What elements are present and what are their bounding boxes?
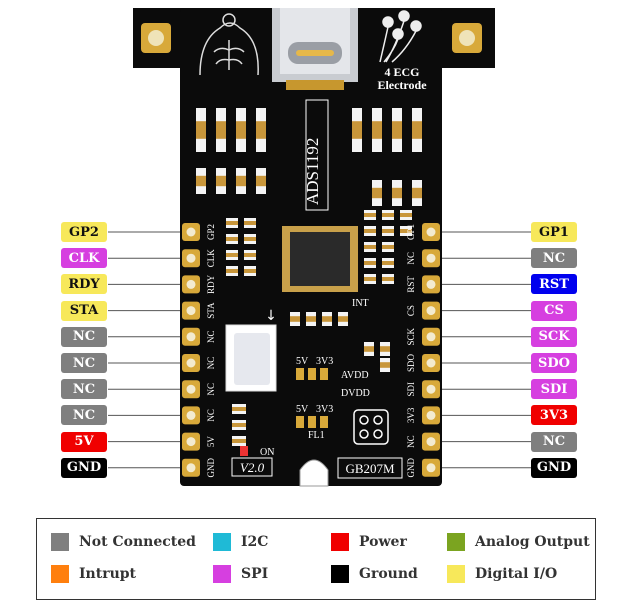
left-pin-silk-label: NC	[206, 409, 216, 422]
legend: Not Connected I2C Power Analog Output In…	[36, 518, 596, 600]
right-pin-hole	[426, 437, 436, 447]
left-pin-hole	[186, 332, 196, 342]
left-pin-hole	[186, 227, 196, 237]
smd-components	[196, 108, 422, 446]
board-diagram: 4 ECG Electrode ADS1192 ↓ INT AVDD DVDD …	[108, 8, 531, 487]
right-pin-label: SCK	[531, 326, 577, 347]
mounting-hole-right	[452, 23, 482, 53]
svg-text:↓: ↓	[265, 308, 277, 324]
left-pin-silk-label: RDY	[206, 274, 216, 294]
legend-item-ground: Ground	[331, 565, 418, 583]
left-pin-silk-label: NC	[206, 383, 216, 396]
legend-item-digital-io: Digital I/O	[447, 565, 557, 583]
left-pin-label: NC	[61, 353, 107, 373]
right-pin-label: SDI	[531, 379, 577, 400]
left-pin-label: GP2	[61, 222, 107, 242]
electrode-label-2: Electrode	[377, 78, 427, 92]
fl1-label: FL1	[308, 430, 325, 441]
left-pin-label: NC	[61, 405, 107, 426]
right-pin-hole	[426, 463, 436, 473]
left-pin-silk-label: STA	[206, 302, 216, 319]
human-body-icon	[199, 13, 259, 76]
left-pin-silk-label: 5V	[206, 436, 216, 448]
left-pin-label: RDY	[61, 274, 107, 295]
legend-item-i2c: I2C	[213, 533, 268, 551]
right-pin-label: SDO	[531, 353, 577, 373]
left-pin-label: NC	[61, 379, 107, 400]
right-pin-label: NC	[531, 431, 577, 452]
left-pin-silk-label: GP2	[206, 224, 216, 240]
chip-name-label: ADS1192	[303, 138, 322, 205]
right-pin-hole	[426, 358, 436, 368]
left-pin-hole	[186, 358, 196, 368]
left-pin-label: 5V	[61, 431, 107, 452]
left-pin-hole	[186, 253, 196, 263]
right-pin-label: GP1	[531, 222, 577, 242]
right-pin-label: GND	[531, 457, 577, 478]
right-pin-silk-label: RST	[406, 276, 416, 293]
white-module	[225, 324, 277, 392]
version-label: V2.0	[240, 460, 265, 475]
on-label: ON	[260, 447, 274, 458]
right-pin-hole	[426, 279, 436, 289]
left-pin-silk-label: NC	[206, 357, 216, 370]
right-pin-hole	[426, 306, 436, 316]
right-pin-silk-label: NC	[406, 252, 416, 265]
right-pin-silk-label: SCK	[406, 328, 416, 346]
right-pin-silk-label: SDO	[406, 354, 416, 373]
legend-item-power: Power	[331, 533, 407, 551]
right-pin-hole	[426, 253, 436, 263]
dvdd-label: DVDD	[341, 388, 370, 399]
jumper-3v3-top: 3V3	[316, 356, 333, 367]
model-label: GB207M	[345, 461, 395, 476]
right-pin-label: 3V3	[531, 405, 577, 426]
left-pin-silk-label: CLK	[206, 249, 216, 268]
right-pin-silk-label: GND	[406, 458, 416, 478]
electrode-label-1: 4 ECG	[384, 65, 419, 79]
left-pin-hole	[186, 437, 196, 447]
legend-item-not-connected: Not Connected	[51, 533, 196, 551]
jumper-3v3-bottom: 3V3	[316, 404, 333, 415]
right-pin-label: RST	[531, 274, 577, 295]
right-pin-silk-label: GP1	[406, 224, 416, 240]
left-pin-hole	[186, 463, 196, 473]
left-pin-label: CLK	[61, 248, 107, 269]
ads1192-chip	[282, 226, 358, 292]
ecg-electrode-icon	[379, 10, 422, 63]
right-pin-silk-label: NC	[406, 435, 416, 448]
legend-item-analog-output: Analog Output	[447, 533, 590, 551]
right-pin-hole	[426, 332, 436, 342]
legend-item-spi: SPI	[213, 565, 268, 583]
right-pin-silk-label: 3V3	[406, 407, 416, 423]
right-pin-silk-label: CS	[406, 305, 416, 316]
int-label: INT	[352, 298, 369, 309]
left-pin-hole	[186, 306, 196, 316]
right-pin-hole	[426, 384, 436, 394]
left-pin-label: GND	[61, 457, 107, 478]
avdd-label: AVDD	[341, 370, 369, 381]
left-pin-hole	[186, 384, 196, 394]
jumper-5v-top: 5V	[296, 356, 309, 367]
left-pin-silk-label: NC	[206, 331, 216, 344]
left-pin-label: NC	[61, 326, 107, 347]
mounting-hole-left	[141, 23, 171, 53]
left-pin-hole	[186, 279, 196, 289]
right-pin-label: NC	[531, 248, 577, 269]
left-pin-hole	[186, 410, 196, 420]
right-pin-hole	[426, 227, 436, 237]
right-pin-label: CS	[531, 300, 577, 321]
right-pin-hole	[426, 410, 436, 420]
left-pin-silk-label: GND	[206, 458, 216, 478]
legend-item-interrupt: Intrupt	[51, 565, 136, 583]
left-pin-label: STA	[61, 300, 107, 321]
logo-icon	[353, 409, 389, 445]
right-pin-silk-label: SDI	[406, 382, 416, 397]
usb-c-connector	[272, 8, 358, 90]
jumper-5v-bottom: 5V	[296, 404, 309, 415]
